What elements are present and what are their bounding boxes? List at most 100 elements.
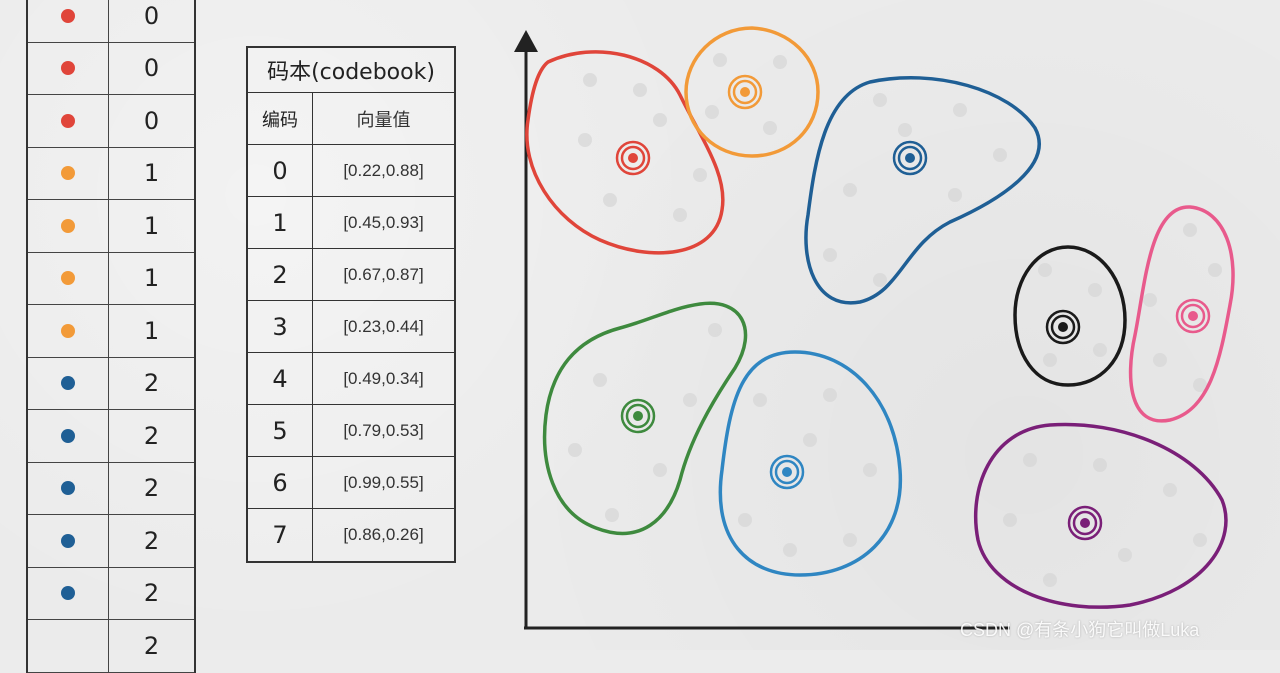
codebook-code: 6: [248, 457, 313, 508]
data-point: [603, 193, 617, 207]
data-point: [763, 121, 777, 135]
data-point: [583, 73, 597, 87]
assignment-dot-cell: [28, 95, 109, 147]
data-point: [843, 183, 857, 197]
assignment-dot-cell: [28, 620, 109, 672]
cluster-boundary: [684, 26, 820, 158]
assignment-row: 2: [28, 515, 194, 568]
cluster-orange: [684, 26, 820, 158]
cluster-dot-icon: [61, 586, 75, 601]
cluster-dot-icon: [61, 61, 75, 76]
assignment-dot-cell: [28, 252, 109, 304]
data-point: [1038, 263, 1052, 277]
assignment-row: 1: [28, 147, 194, 200]
cluster-layer: [525, 26, 1235, 609]
data-point: [873, 273, 887, 287]
cluster-boundary: [718, 350, 903, 577]
assignment-row: 2: [28, 567, 194, 620]
codebook-table: 码本(codebook) 编码 向量值 0[0.22,0.88]1[0.45,0…: [246, 46, 456, 563]
data-point: [693, 168, 707, 182]
assignment-row: 0: [28, 42, 194, 95]
data-point: [673, 208, 687, 222]
codebook-vector: [0.79,0.53]: [343, 420, 424, 440]
assignment-row: 1: [28, 200, 194, 253]
assignment-dot-cell: [28, 200, 109, 252]
assignment-code: 2: [143, 369, 160, 398]
assignment-dot-cell: [28, 410, 109, 462]
data-point: [783, 543, 797, 557]
codebook-code: 2: [248, 249, 313, 300]
codebook-row: 0 [0.22,0.88]: [248, 145, 454, 197]
cluster-green: [542, 301, 748, 536]
codebook-row: 6[0.99,0.55]: [248, 457, 454, 509]
data-point: [1183, 223, 1197, 237]
data-point: [605, 508, 619, 522]
assignment-row: 2: [28, 410, 194, 463]
assignment-row: 2: [28, 357, 194, 410]
codebook-vector: [0.23,0.44]: [343, 316, 424, 336]
data-point: [1163, 483, 1177, 497]
codebook-code: 0: [248, 145, 313, 196]
cluster-dot-icon: [61, 218, 75, 233]
codebook-row: 7[0.86,0.26]: [248, 509, 454, 561]
cluster-dot-icon: [61, 533, 75, 548]
centroid-target-icon: [727, 74, 763, 110]
data-point: [1023, 453, 1037, 467]
cluster-boundary: [1013, 245, 1127, 387]
assignment-dot-cell: [28, 515, 109, 567]
data-point: [803, 433, 817, 447]
data-point: [873, 93, 887, 107]
data-point: [653, 463, 667, 477]
assignment-dot-cell: [28, 567, 109, 619]
assignment-dot-cell: [28, 0, 109, 42]
assignment-dot-cell: [28, 357, 109, 409]
assignment-code: 1: [143, 316, 160, 345]
centroid-target-icon: [1175, 298, 1211, 334]
cluster-black: [1013, 245, 1127, 387]
data-point: [1153, 353, 1167, 367]
cluster-red: [525, 50, 725, 255]
data-point: [823, 248, 837, 262]
cluster-boundary: [804, 76, 1041, 305]
assignment-row: 2: [28, 462, 194, 515]
data-point: [953, 103, 967, 117]
cluster-dot-icon: [61, 428, 75, 443]
centroid-target-icon: [1045, 309, 1081, 345]
cluster-pink: [1128, 205, 1235, 423]
cluster-light-blue: [718, 350, 903, 577]
data-point: [1003, 513, 1017, 527]
cluster-dot-icon: [61, 481, 75, 496]
codebook-header-vector: 向量值: [356, 109, 411, 130]
codebook-vector: [0.49,0.34]: [343, 368, 424, 388]
codebook-row: 5[0.79,0.53]: [248, 405, 454, 457]
data-point: [1193, 533, 1207, 547]
cluster-boundary: [542, 301, 748, 536]
cluster-dot-icon: [61, 271, 75, 286]
assignment-dot-cell: [28, 462, 109, 514]
codebook-code: 3: [248, 301, 313, 352]
assignment-code: 2: [143, 526, 160, 555]
data-point: [653, 113, 667, 127]
centroid-target-icon: [892, 140, 928, 176]
data-point: [708, 323, 722, 337]
data-point: [773, 55, 787, 69]
data-point: [843, 533, 857, 547]
codebook-header-row: 编码 向量值: [248, 93, 454, 145]
centroid-target-icon: [769, 454, 805, 490]
codebook-vector: [0.67,0.87]: [343, 264, 424, 284]
codebook-code: 7: [248, 509, 313, 561]
codebook-rows: 0[0.22,0.88]1[0.45,0.93]2[0.67,0.87]3[0.…: [248, 145, 454, 561]
centroid-target-icon: [615, 140, 651, 176]
cluster-dot-icon: [61, 323, 75, 338]
cluster-dot-icon: [61, 376, 75, 391]
codebook-row: 2 [0.67,0.87]: [248, 249, 454, 301]
data-point: [1208, 263, 1222, 277]
data-point: [568, 443, 582, 457]
data-point: [1143, 293, 1157, 307]
assignment-row: 1: [28, 252, 194, 305]
cluster-dark-blue: [804, 76, 1041, 305]
codebook-vector: [0.22,0.88]: [343, 160, 424, 180]
data-point: [1093, 458, 1107, 472]
cluster-boundary: [1128, 205, 1235, 423]
